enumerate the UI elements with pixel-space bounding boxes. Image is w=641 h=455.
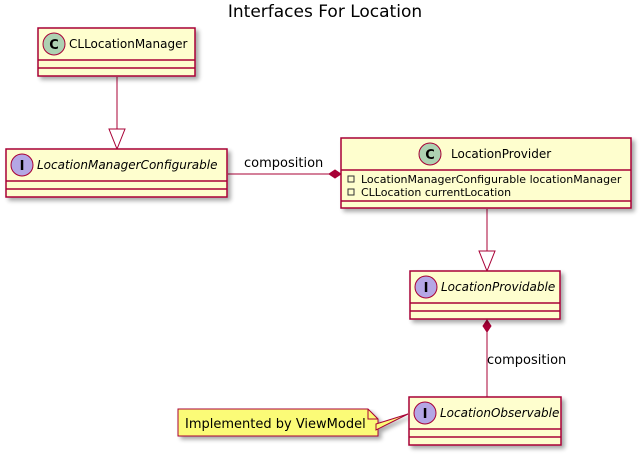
interface-badge-icon: I [413, 401, 437, 425]
private-visibility-icon [347, 175, 355, 183]
realization-link-locationprovider [478, 209, 496, 273]
class-cllocationmanager[interactable] [37, 27, 196, 77]
class-locationprovider[interactable] [340, 137, 632, 209]
interface-badge-icon: I [10, 153, 34, 177]
interface-locationobservable[interactable] [408, 396, 562, 446]
interface-locationprovidable[interactable] [409, 270, 561, 320]
member-text: LocationManagerConfigurable locationMana… [361, 173, 622, 186]
member-text: CLLocation currentLocation [361, 186, 511, 199]
composition-link-provider: composition [228, 156, 342, 179]
composition-label-2: composition [487, 353, 566, 368]
note-text: Implemented by ViewModel [185, 417, 366, 432]
class-badge-icon: C [42, 32, 66, 56]
interface-name: LocationManagerConfigurable [37, 158, 218, 172]
member-row: LocationManagerConfigurable locationMana… [347, 173, 622, 186]
interface-locationmanagerconfigurable[interactable] [5, 148, 228, 198]
svg-text:I: I [20, 159, 25, 174]
svg-text:I: I [424, 281, 429, 296]
member-row: CLLocation currentLocation [347, 186, 511, 199]
interface-badge-icon: I [414, 275, 438, 299]
diagram-title: Interfaces For Location [228, 2, 422, 22]
realization-link-cllocationmanager [108, 77, 126, 151]
open-triangle-arrowhead [478, 250, 496, 273]
composition-link-observable: composition [482, 319, 566, 397]
filled-diamond-arrowhead [482, 319, 492, 333]
class-name: LocationProvider [451, 147, 551, 161]
interface-name: LocationProvidable [441, 280, 555, 294]
svg-text:C: C [425, 148, 435, 163]
private-visibility-icon [347, 188, 355, 196]
class-name: CLLocationManager [69, 37, 187, 51]
filled-diamond-arrowhead [328, 169, 342, 179]
open-triangle-arrowhead [108, 128, 126, 151]
composition-label-1: composition [244, 156, 323, 171]
svg-text:C: C [49, 38, 59, 53]
class-badge-icon: C [418, 142, 442, 166]
svg-text:I: I [423, 407, 428, 422]
interface-name: LocationObservable [440, 406, 559, 420]
note[interactable] [177, 408, 409, 437]
